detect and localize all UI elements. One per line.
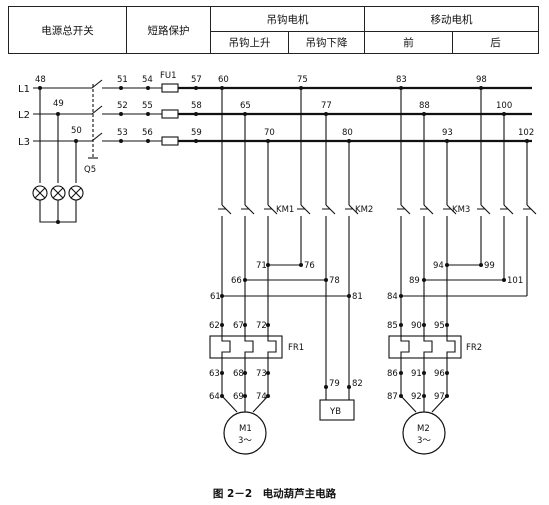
m2-phase: 3～ bbox=[417, 436, 431, 446]
node-50: 50 bbox=[71, 126, 82, 136]
node-73: 73 bbox=[256, 369, 267, 379]
lamp-1 bbox=[32, 185, 48, 201]
node-59: 59 bbox=[191, 128, 202, 138]
node-91: 91 bbox=[411, 369, 422, 379]
node-87: 87 bbox=[387, 392, 398, 402]
node-67: 67 bbox=[233, 321, 244, 331]
fr2-label: FR2 bbox=[466, 343, 482, 353]
indicator-lamps bbox=[32, 86, 84, 224]
node-99: 99 bbox=[484, 261, 495, 271]
contactor-feeds bbox=[221, 88, 528, 205]
node-77: 77 bbox=[321, 101, 332, 111]
l3-label: L3 bbox=[18, 137, 30, 148]
header-move-motor: 移动电机 bbox=[364, 6, 539, 32]
node-61: 61 bbox=[210, 292, 221, 302]
m1-phase: 3～ bbox=[238, 436, 252, 446]
motor-m2: M2 3～ bbox=[402, 411, 446, 455]
node-64: 64 bbox=[209, 392, 220, 402]
node-97: 97 bbox=[434, 392, 445, 402]
header-backward: 后 bbox=[452, 31, 539, 54]
node-96: 96 bbox=[434, 369, 445, 379]
contactor-km3: KM3 bbox=[397, 204, 537, 296]
node-70: 70 bbox=[264, 128, 275, 138]
header-table: 电源总开关 短路保护 吊钩电机 移动电机 吊钩上升 吊钩下降 前 后 bbox=[8, 6, 539, 54]
l1-label: L1 bbox=[18, 84, 30, 95]
header-power-switch: 电源总开关 bbox=[8, 6, 127, 54]
km3-label: KM3 bbox=[452, 205, 470, 215]
node-66: 66 bbox=[231, 276, 242, 286]
node-60: 60 bbox=[218, 75, 229, 85]
node-56: 56 bbox=[142, 128, 153, 138]
km1-label: KM1 bbox=[276, 205, 294, 215]
node-90: 90 bbox=[411, 321, 422, 331]
node-69: 69 bbox=[233, 392, 244, 402]
node-79: 79 bbox=[329, 379, 340, 389]
brake-yb: YB bbox=[319, 280, 355, 421]
node-75: 75 bbox=[297, 75, 308, 85]
km2-label: KM2 bbox=[355, 205, 373, 215]
node-62: 62 bbox=[209, 321, 220, 331]
node-58: 58 bbox=[191, 101, 202, 111]
fr1-label: FR1 bbox=[288, 343, 304, 353]
fu1-label: FU1 bbox=[160, 71, 177, 81]
node-53: 53 bbox=[117, 128, 128, 138]
node-49: 49 bbox=[53, 99, 64, 109]
node-89: 89 bbox=[409, 276, 420, 286]
hoist-motor-leads bbox=[220, 265, 270, 413]
node-52: 52 bbox=[117, 101, 128, 111]
node-55: 55 bbox=[142, 101, 153, 111]
node-101: 101 bbox=[507, 276, 523, 286]
incoming-lines bbox=[33, 87, 92, 142]
node-57: 57 bbox=[191, 75, 202, 85]
node-65: 65 bbox=[240, 101, 251, 111]
node-81: 81 bbox=[352, 292, 363, 302]
thermal-relay-fr2: FR2 bbox=[388, 335, 482, 359]
node-102: 102 bbox=[518, 128, 534, 138]
m2-name: M2 bbox=[417, 424, 430, 434]
node-78: 78 bbox=[329, 276, 340, 286]
node-72: 72 bbox=[256, 321, 267, 331]
node-48: 48 bbox=[35, 75, 46, 85]
motor-m1: M1 3～ bbox=[223, 411, 267, 455]
node-85: 85 bbox=[387, 321, 398, 331]
lamp-2 bbox=[50, 185, 66, 201]
node-71: 71 bbox=[256, 261, 267, 271]
contactor-km2: KM2 bbox=[297, 204, 373, 296]
node-82: 82 bbox=[352, 379, 363, 389]
node-95: 95 bbox=[434, 321, 445, 331]
q5-label: Q5 bbox=[84, 165, 96, 175]
node-94: 94 bbox=[433, 261, 444, 271]
node-80: 80 bbox=[342, 128, 353, 138]
move-motor-leads bbox=[399, 265, 449, 413]
node-86: 86 bbox=[387, 369, 398, 379]
node-92: 92 bbox=[411, 392, 422, 402]
node-63: 63 bbox=[209, 369, 220, 379]
node-88: 88 bbox=[419, 101, 430, 111]
node-74: 74 bbox=[256, 392, 267, 402]
node-100: 100 bbox=[496, 101, 512, 111]
node-84: 84 bbox=[387, 292, 398, 302]
thermal-relay-fr1: FR1 bbox=[209, 335, 304, 359]
l2-label: L2 bbox=[18, 110, 30, 121]
m1-name: M1 bbox=[239, 424, 252, 434]
contactor-km1: KM1 bbox=[218, 204, 294, 296]
node-68: 68 bbox=[233, 369, 244, 379]
yb-label: YB bbox=[329, 407, 341, 417]
lamp-3 bbox=[68, 185, 84, 201]
node-93: 93 bbox=[442, 128, 453, 138]
move-crossover bbox=[399, 263, 527, 298]
node-51: 51 bbox=[117, 75, 128, 85]
bus-lines bbox=[178, 86, 532, 143]
node-76: 76 bbox=[304, 261, 315, 271]
figure-caption: 图 2－2 电动葫芦主电路 bbox=[212, 488, 337, 500]
node-98: 98 bbox=[476, 75, 487, 85]
header-hoist-down: 吊钩下降 bbox=[288, 31, 365, 54]
node-83: 83 bbox=[396, 75, 407, 85]
header-short-protection: 短路保护 bbox=[126, 6, 211, 54]
switch-q5: Q5 bbox=[84, 79, 103, 175]
node-54: 54 bbox=[142, 75, 153, 85]
